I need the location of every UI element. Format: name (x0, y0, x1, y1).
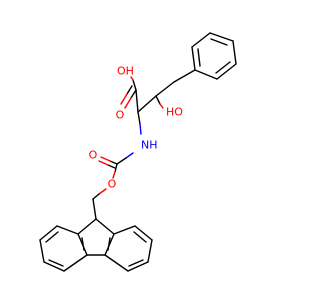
carbamate-group (92, 152, 134, 220)
amine-linkage (137, 111, 142, 135)
hydroxyl-group (155, 95, 164, 109)
phenyl-ring (191, 32, 237, 80)
carbamate-ester-o-label: O (108, 178, 117, 191)
backbone (135, 69, 196, 113)
fluorenyl-group (39, 218, 153, 272)
carbamate-carbonyl-o-label: O (89, 149, 98, 162)
nh-label: NH (141, 139, 158, 152)
structure-canvas: OH O HO NH O O (39, 32, 237, 272)
chemical-structure: OH O HO NH O O (39, 32, 237, 272)
carboxyl-o-label: O (116, 109, 125, 122)
hydroxyl-label: HO (166, 106, 183, 119)
carboxylic-acid-group (120, 76, 137, 109)
carboxyl-oh-label: OH (117, 65, 134, 78)
